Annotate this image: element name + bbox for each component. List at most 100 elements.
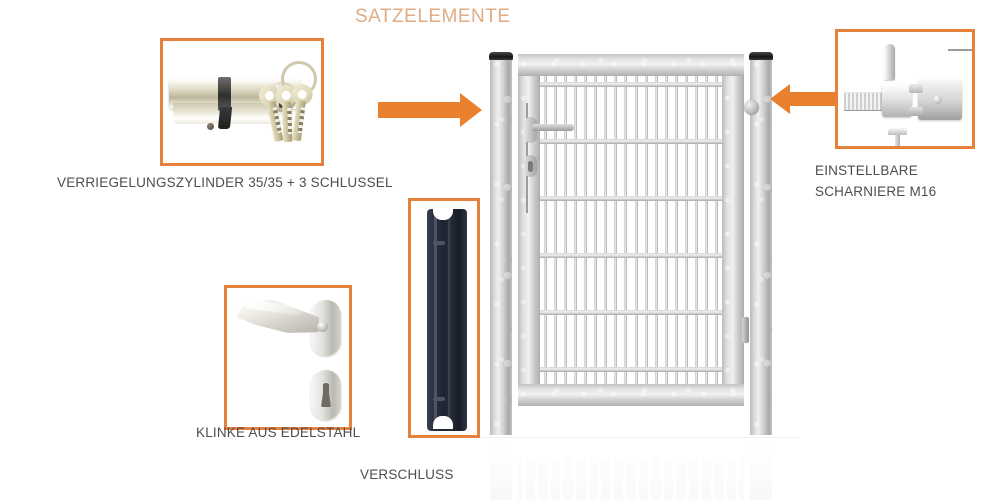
mesh-vertical-bar <box>553 76 557 384</box>
closure-notch-top <box>433 207 453 220</box>
post-cap-left <box>489 52 513 60</box>
gate-keyhole-plate <box>524 155 537 177</box>
mesh-horizontal-rail <box>540 253 722 259</box>
hinge-leader-line <box>948 49 972 51</box>
handle-spindle-icon <box>317 321 328 332</box>
reflection-bar <box>673 457 677 500</box>
reflection-post-left <box>490 445 512 500</box>
gate-post-right <box>750 57 772 435</box>
frame-texture-bottom <box>518 384 744 406</box>
photo-box-closure <box>408 198 480 438</box>
caption-hinge-line1: EINSTELLBARE <box>815 163 918 178</box>
closure-slot-top <box>433 241 445 245</box>
reflection-bar <box>610 457 614 500</box>
mesh-vertical-bar <box>654 76 658 384</box>
gate-reflection <box>480 435 800 500</box>
closure-notch-bottom <box>433 416 453 429</box>
cylinder-screwhole-icon <box>207 123 214 130</box>
reflection-bar <box>585 457 589 500</box>
post-cap-right <box>749 52 773 60</box>
reflection-bar <box>547 457 551 500</box>
key-blade-2 <box>282 101 293 143</box>
mesh-vertical-bar <box>563 76 567 384</box>
reflection-bar <box>723 457 727 500</box>
closure-slot-bottom <box>433 397 445 401</box>
hinge-bolt-head-icon <box>882 84 912 117</box>
reflection-bar <box>660 457 664 500</box>
gate-frame-bottom <box>518 384 744 406</box>
mesh-vertical-bar <box>675 76 678 384</box>
mesh-vertical-bar <box>715 76 719 384</box>
gate-handle-lever <box>532 124 574 131</box>
caption-hinge: EINSTELLBARE SCHARNIERE M16 <box>815 160 936 202</box>
reflection-panel <box>518 457 744 500</box>
reflection-bar <box>560 457 564 500</box>
mesh-vertical-bar <box>705 76 709 384</box>
reflection-bar <box>573 457 576 500</box>
frame-texture-left <box>518 54 540 406</box>
reflection-post-right <box>750 445 772 500</box>
reflection-bar <box>623 457 627 500</box>
mesh-horizontal-rail <box>540 367 722 373</box>
gate-post-left <box>490 57 512 435</box>
hinge-screw-icon <box>888 128 907 146</box>
cylinder-cam-icon <box>217 107 233 129</box>
key-icon-3 <box>290 82 314 142</box>
mesh-horizontal-rail <box>540 196 722 202</box>
gate-hinge-top <box>744 100 759 115</box>
mesh-vertical-bar <box>594 76 598 384</box>
post-texture-right <box>750 57 772 435</box>
hinge-pin-icon <box>884 44 895 80</box>
mesh-vertical-bar <box>604 76 608 384</box>
reflection-bar <box>698 457 702 500</box>
reflection-bar <box>635 457 639 500</box>
cylinder-collar-icon <box>218 77 231 111</box>
caption-closure: VERSCHLUSS <box>360 467 454 482</box>
photo-box-cylinder <box>160 38 324 166</box>
arrow-hinge-to-gate-head <box>770 84 790 114</box>
hinge-bolt-shaft-icon <box>844 92 884 111</box>
reflection-bar <box>648 457 652 500</box>
mesh-vertical-bar <box>573 76 577 384</box>
hinge-bracket-hole-icon <box>933 95 942 104</box>
mesh-vertical-bar <box>584 76 587 384</box>
mesh-horizontal-rail <box>540 310 722 316</box>
gate-frame-right <box>722 54 744 406</box>
caption-hinge-line2: SCHARNIERE M16 <box>815 184 937 199</box>
mesh-horizontal-rail <box>540 139 722 145</box>
gate-illustration <box>480 45 800 500</box>
post-texture-left <box>490 57 512 435</box>
gate-handle-rosette <box>524 117 537 143</box>
arrow-cylinder-to-gate-head <box>460 93 482 127</box>
frame-texture-right <box>722 54 744 406</box>
mesh-vertical-bar <box>543 76 547 384</box>
cylinder-lower-icon <box>173 103 293 124</box>
cylinder-artwork <box>163 41 321 163</box>
frame-texture-top <box>518 54 744 76</box>
reflection-bar <box>522 457 526 500</box>
reflection-bar <box>736 457 740 500</box>
ground-line <box>480 437 800 438</box>
photo-box-handle <box>224 285 352 430</box>
mesh-vertical-bar <box>685 76 689 384</box>
reflection-bar <box>711 457 715 500</box>
mesh-vertical-bar <box>644 76 648 384</box>
mesh-vertical-bar <box>634 76 638 384</box>
arrow-hinge-to-gate-shaft <box>790 92 835 106</box>
mesh-vertical-bar <box>695 76 699 384</box>
mesh-vertical-bar <box>614 76 618 384</box>
gate-frame-left <box>518 54 540 406</box>
gate-mesh-panel <box>540 76 722 384</box>
arrow-cylinder-to-gate-shaft <box>378 102 460 118</box>
handle-keyhole-icon <box>321 383 331 407</box>
caption-cylinder: VERRIEGELUNGSZYLINDER 35/35 + 3 SCHLUSSE… <box>57 175 393 190</box>
gate-hinge-bottom <box>742 317 749 343</box>
reflection-bar <box>535 457 539 500</box>
mesh-vertical-bar <box>664 76 668 384</box>
photo-box-hinge <box>835 29 975 149</box>
mesh-vertical-bar <box>624 76 628 384</box>
gate-frame-top <box>518 54 744 76</box>
reflection-bar <box>686 457 689 500</box>
caption-handle: KLINKE AUS EDELSTAHL <box>196 425 361 440</box>
